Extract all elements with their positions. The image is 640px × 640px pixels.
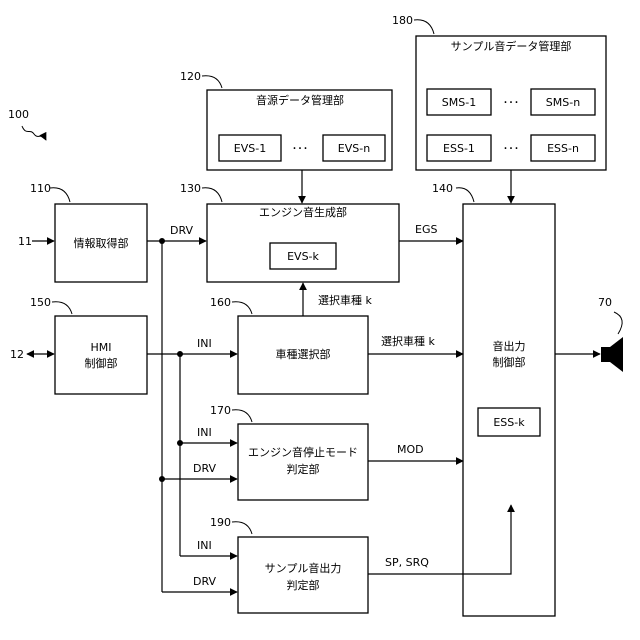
ref-140-leader: [456, 188, 474, 202]
ref-170-leader: [232, 410, 252, 422]
ref-140: 140: [432, 182, 453, 195]
evs-k-label: EVS-k: [287, 250, 319, 263]
audio-output-label-1: 音出力: [493, 339, 526, 353]
ref-180: 180: [392, 14, 413, 27]
drv-label-top: DRV: [170, 224, 194, 237]
stop-mode-label-1: エンジン音停止モード: [248, 445, 358, 459]
ref-130: 130: [180, 182, 201, 195]
sample-output-judge-block: [238, 537, 368, 613]
ini-label-judge: INI: [197, 539, 212, 552]
ref-190-leader: [232, 522, 252, 534]
sp-srq-label: SP, SRQ: [385, 556, 429, 569]
ref-130-leader: [202, 188, 222, 202]
ref-110-leader: [50, 188, 70, 202]
ini-label-selector: INI: [197, 337, 212, 350]
ini-label-stop: INI: [197, 426, 212, 439]
evs-ellipsis: ･･･: [292, 142, 309, 155]
ref-100-arrow: [22, 126, 46, 140]
ref-12: 12: [10, 348, 24, 361]
ref-120-leader: [202, 76, 222, 88]
ref-70: 70: [598, 296, 612, 309]
ess-k-label: ESS-k: [493, 416, 525, 429]
ref-70-leader: [614, 312, 622, 334]
hmi-control-block: [55, 316, 147, 394]
ref-11: 11: [18, 235, 32, 248]
sms-n-label: SMS-n: [546, 96, 580, 109]
sms-1-label: SMS-1: [442, 96, 476, 109]
stop-mode-label-2: 判定部: [287, 462, 320, 476]
sample-judge-label-1: サンプル音出力: [265, 561, 342, 575]
evs-1-label: EVS-1: [234, 142, 266, 155]
ess-n-label: ESS-n: [547, 142, 579, 155]
stop-mode-judge-block: [238, 424, 368, 500]
ref-150-leader: [52, 302, 72, 314]
ref-160-leader: [232, 302, 252, 314]
drv-label-stop: DRV: [193, 462, 217, 475]
car-type-label-up: 選択車種 k: [318, 293, 372, 307]
hmi-label-2: 制御部: [85, 356, 118, 370]
audio-output-label-2: 制御部: [493, 355, 526, 369]
ref-120: 120: [180, 70, 201, 83]
egs-label: EGS: [415, 223, 437, 236]
vehicle-type-select-label: 車種選択部: [276, 347, 331, 361]
ref-160: 160: [210, 296, 231, 309]
car-type-label-right: 選択車種 k: [381, 334, 435, 348]
ess-1-label: ESS-1: [443, 142, 475, 155]
ref-150: 150: [30, 296, 51, 309]
evs-n-label: EVS-n: [338, 142, 370, 155]
speaker-icon: [601, 337, 623, 372]
info-acquisition-label: 情報取得部: [74, 236, 129, 250]
engine-sound-gen-label: エンジン音生成部: [259, 205, 347, 219]
ref-190: 190: [210, 516, 231, 529]
ref-170: 170: [210, 404, 231, 417]
sample-judge-label-2: 判定部: [287, 578, 320, 592]
hmi-label-1: HMI: [90, 341, 111, 354]
ref-180-leader: [414, 20, 434, 34]
sound-source-mgr-label: 音源データ管理部: [256, 93, 344, 107]
sms-ellipsis: ･･･: [503, 96, 520, 109]
drv-label-judge: DRV: [193, 575, 217, 588]
sample-sound-mgr-label: サンプル音データ管理部: [451, 39, 572, 53]
ess-ellipsis: ･･･: [503, 142, 520, 155]
ref-100: 100: [8, 108, 29, 121]
mod-label: MOD: [397, 443, 424, 456]
ref-110: 110: [30, 182, 51, 195]
